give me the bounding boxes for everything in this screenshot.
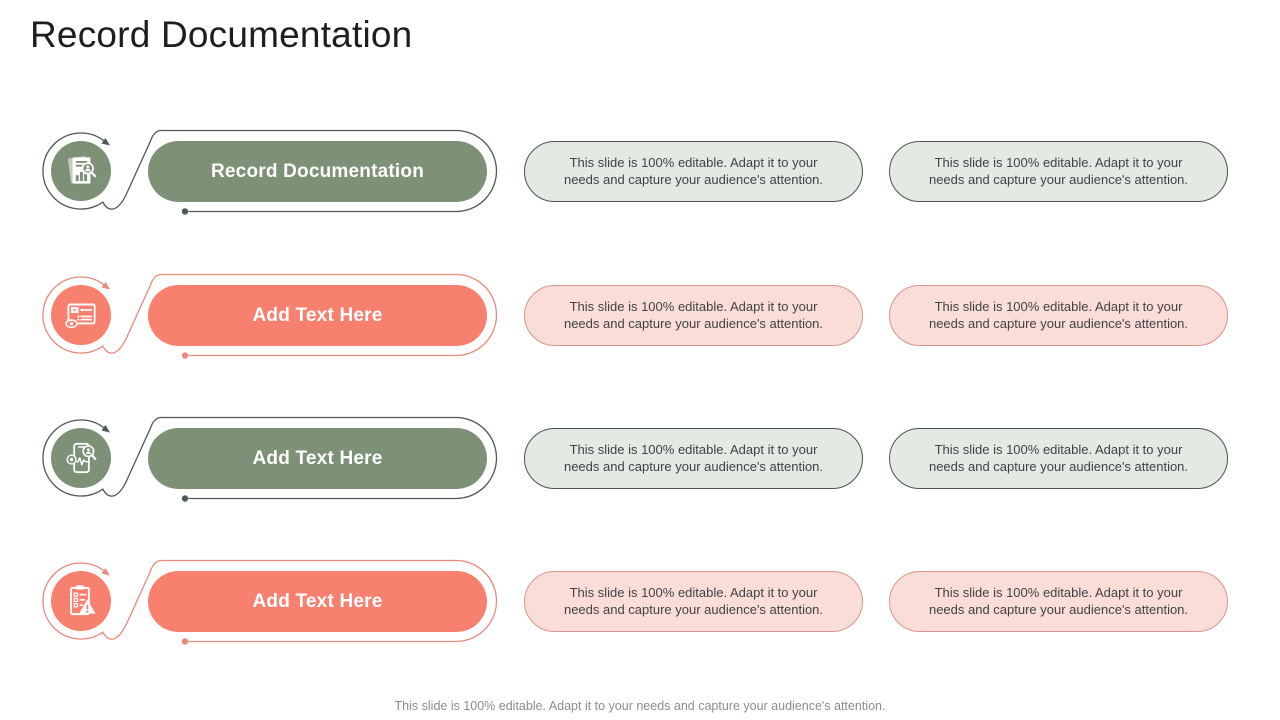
row-record-documentation: Record Documentation This slide is 100% … xyxy=(0,116,1280,226)
slide-title: Record Documentation xyxy=(30,14,413,55)
circular-arrow-outline-decor xyxy=(42,273,498,359)
circular-arrow-outline-decor xyxy=(42,559,498,645)
footer-note: This slide is 100% editable. Adapt it to… xyxy=(394,699,886,713)
stage-button-label: Record Documentation xyxy=(210,160,425,182)
row-add-text-1: Add Text Here This slide is 100% editabl… xyxy=(0,260,1280,370)
video-presentation-view-icon xyxy=(65,303,96,329)
stage-button[interactable]: Add Text Here xyxy=(148,428,487,489)
editable-text-box[interactable]: This slide is 100% editable. Adapt it to… xyxy=(524,141,863,202)
editable-text-box[interactable]: This slide is 100% editable. Adapt it to… xyxy=(889,285,1228,346)
connector-dot xyxy=(181,352,189,359)
clipboard-warning-icon xyxy=(70,585,96,616)
connector-dot xyxy=(181,495,189,502)
arrowhead-icon xyxy=(101,568,110,576)
arrowhead-icon xyxy=(101,138,110,146)
editable-text: This slide is 100% editable. Adapt it to… xyxy=(563,155,824,187)
stage-button[interactable]: Add Text Here xyxy=(148,571,487,632)
editable-text-box[interactable]: This slide is 100% editable. Adapt it to… xyxy=(524,428,863,489)
mobile-health-search-icon xyxy=(66,442,97,474)
editable-text-box[interactable]: This slide is 100% editable. Adapt it to… xyxy=(889,141,1228,202)
row-add-text-2: Add Text Here This slide is 100% editabl… xyxy=(0,403,1280,513)
circular-arrow-outline-decor xyxy=(42,129,498,215)
icon-circle xyxy=(51,571,111,631)
editable-text-box[interactable]: This slide is 100% editable. Adapt it to… xyxy=(524,571,863,632)
editable-text: This slide is 100% editable. Adapt it to… xyxy=(563,585,824,617)
editable-text-box[interactable]: This slide is 100% editable. Adapt it to… xyxy=(889,571,1228,632)
editable-text: This slide is 100% editable. Adapt it to… xyxy=(563,442,824,474)
arrowhead-icon xyxy=(101,425,110,433)
editable-text: This slide is 100% editable. Adapt it to… xyxy=(928,299,1189,331)
stage-button-label: Add Text Here xyxy=(252,590,383,612)
stage-button[interactable]: Record Documentation xyxy=(148,141,487,202)
editable-text-box[interactable]: This slide is 100% editable. Adapt it to… xyxy=(889,428,1228,489)
editable-text: This slide is 100% editable. Adapt it to… xyxy=(928,585,1189,617)
stage-button-label: Add Text Here xyxy=(252,447,383,469)
arrowhead-icon xyxy=(101,282,110,290)
circular-arrow-outline-decor xyxy=(42,416,498,502)
row-add-text-3: Add Text Here This slide is 100% editabl… xyxy=(0,546,1280,656)
icon-circle xyxy=(51,285,111,345)
editable-text: This slide is 100% editable. Adapt it to… xyxy=(563,299,824,331)
editable-text-box[interactable]: This slide is 100% editable. Adapt it to… xyxy=(524,285,863,346)
editable-text: This slide is 100% editable. Adapt it to… xyxy=(928,442,1189,474)
stage-button-label: Add Text Here xyxy=(252,304,383,326)
editable-text: This slide is 100% editable. Adapt it to… xyxy=(928,155,1189,187)
connector-dot xyxy=(181,208,189,215)
stage-button[interactable]: Add Text Here xyxy=(148,285,487,346)
icon-circle xyxy=(51,428,111,488)
connector-dot xyxy=(181,638,189,645)
icon-circle xyxy=(51,141,111,201)
document-analytics-icon xyxy=(67,156,97,184)
